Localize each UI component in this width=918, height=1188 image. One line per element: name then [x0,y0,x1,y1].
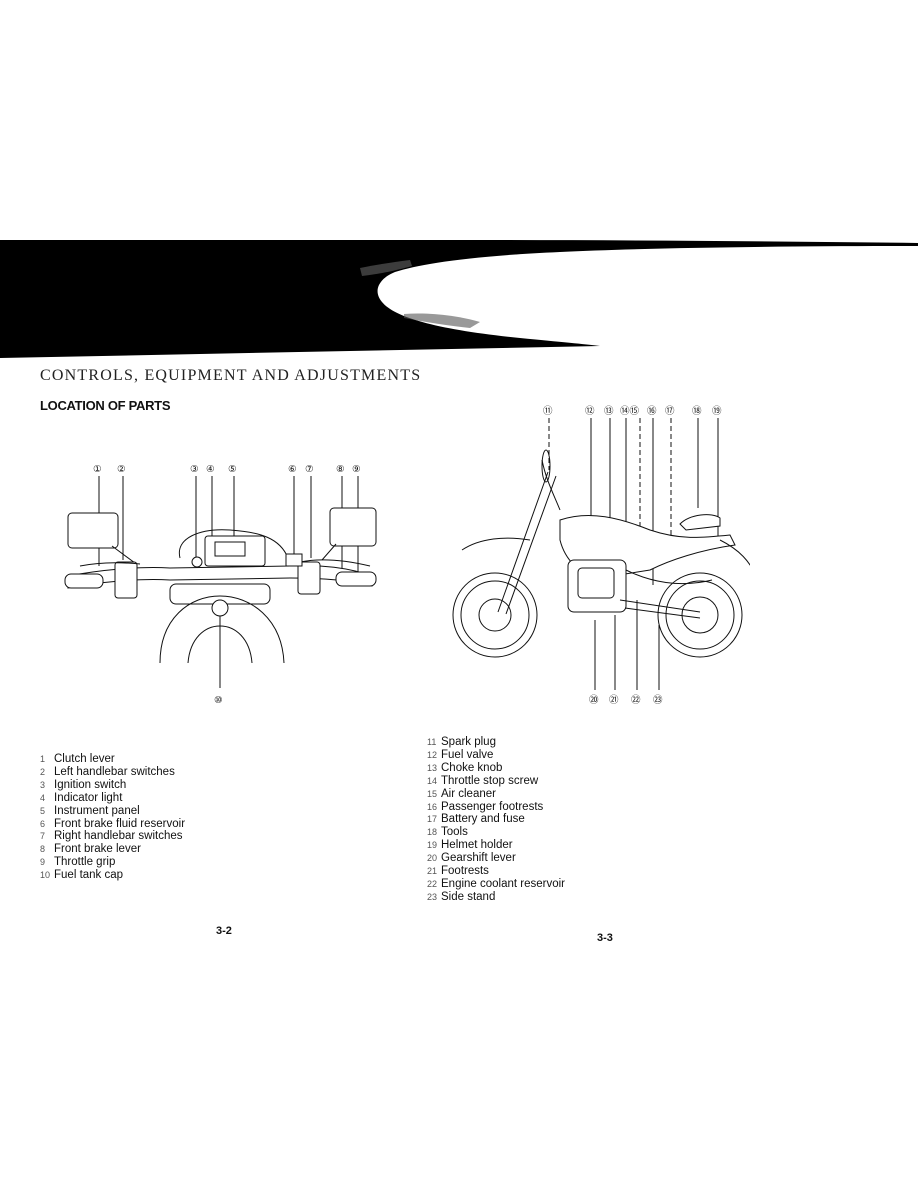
callout-19: ⑲ [712,406,722,417]
callout-3: ③ [190,464,199,475]
motorcycle-diagram: ⑪ ⑫ ⑬ ⑭⑮ ⑯ ⑰ ⑱ ⑲ ⑳ ㉑ ㉒ ㉓ [450,400,750,710]
callout-14-15: ⑭⑮ [620,406,640,417]
callouts-motorcycle: ⑪ ⑫ ⑬ ⑭⑮ ⑯ ⑰ ⑱ ⑲ ⑳ ㉑ ㉒ ㉓ [543,406,722,706]
header-banner [0,238,918,358]
page-number-right: 3-3 [597,932,613,944]
page-heading: LOCATION OF PARTS [40,398,171,413]
callout-17: ⑰ [665,406,675,417]
callout-20: ⑳ [589,695,599,706]
callouts-handlebar: ① ② ③ ④ ⑤ ⑥ ⑦ ⑧ ⑨ ⑩ [93,464,361,706]
callout-9: ⑨ [352,464,361,475]
callout-4: ④ [206,464,215,475]
section-title: CONTROLS, EQUIPMENT AND ADJUSTMENTS [40,367,422,384]
callout-5: ⑤ [228,464,237,475]
page-number-left: 3-2 [216,925,232,937]
handlebar-diagram: ① ② ③ ④ ⑤ ⑥ ⑦ ⑧ ⑨ ⑩ [60,458,390,708]
callout-6: ⑥ [288,464,297,475]
callout-22: ㉒ [631,695,641,706]
callout-21: ㉑ [609,695,619,706]
callout-7: ⑦ [305,464,314,475]
callout-8: ⑧ [336,464,345,475]
callout-23: ㉓ [653,695,663,706]
callout-10: ⑩ [214,695,223,706]
callout-1: ① [93,464,102,475]
callout-16: ⑯ [647,406,657,417]
callout-2: ② [117,464,126,475]
callout-11: ⑪ [543,406,553,417]
callout-12: ⑫ [585,406,595,417]
callout-13: ⑬ [604,406,614,417]
callout-18: ⑱ [692,406,702,417]
